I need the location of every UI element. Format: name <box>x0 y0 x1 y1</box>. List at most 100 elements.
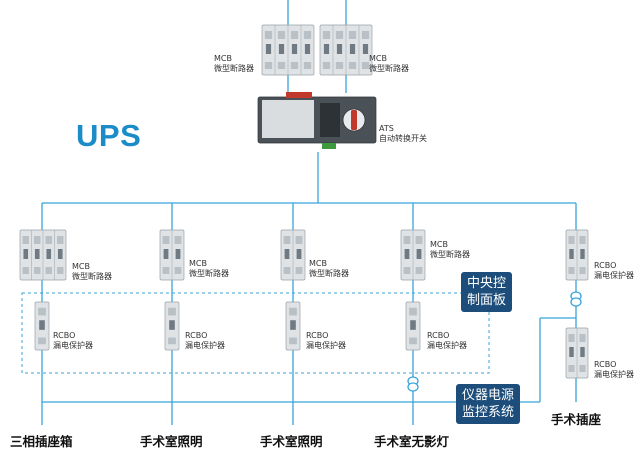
current-transformer-2 <box>570 291 582 307</box>
right-bottom-rcbo-terminal-top <box>579 334 586 342</box>
branch-rcbo-4-terminal-top <box>409 307 417 316</box>
right-bottom-rcbo <box>565 327 589 379</box>
right-top-rcbo-toggle <box>569 249 574 259</box>
output-label-1: 三相插座箱 <box>10 434 73 449</box>
branch-rcbo-1-terminal-top <box>38 307 46 316</box>
top-mcb-1-terminal-bottom <box>277 62 286 69</box>
right-top-rcbo-toggle <box>580 249 585 259</box>
branch-rcbo-1-toggle <box>39 320 45 330</box>
branch-mcb-4-terminal-bottom <box>403 267 411 274</box>
branch-mcb-1-toggle <box>57 249 63 259</box>
branch-mcb-1-terminal-bottom <box>57 267 64 274</box>
branch-rcbo-3-terminal-top <box>289 307 297 316</box>
top-mcb-1-toggle <box>291 44 298 54</box>
ats-display <box>320 103 340 137</box>
central-control-panel: 中央控制面板 <box>461 272 513 312</box>
top-mcb-2-terminal-top <box>361 31 370 39</box>
branch-mcb-3-terminal-top <box>295 236 303 244</box>
branch-rcbo-3 <box>285 301 301 351</box>
right-bottom-rcbo-toggle <box>580 347 585 357</box>
top-mcb-2-toggle <box>336 44 343 54</box>
branch-mcb-3-toggle <box>296 249 302 259</box>
branch-rcbo-4-terminal-bottom <box>409 337 417 345</box>
power-monitoring-system: 仪器电源监控系统 <box>456 384 521 424</box>
right-bottom-rcbo-terminal-top <box>568 334 575 342</box>
branch-mcb-4-toggle <box>416 249 422 259</box>
top-mcb-2-toggle <box>349 44 356 54</box>
branch-mcb-4 <box>400 229 426 281</box>
top-mcb-1-terminal-top <box>290 31 299 39</box>
top-mcb-2-terminal-top <box>335 31 344 39</box>
ats-handle <box>351 110 357 130</box>
branch-mcb-2-toggle <box>163 249 169 259</box>
dashed-rect <box>21 292 490 374</box>
branch-mcb-1-terminal-top <box>57 236 64 244</box>
dashed-monitoring-zone <box>21 292 490 374</box>
ups-label: UPS <box>76 118 142 153</box>
right-top-rcbo <box>565 229 589 281</box>
branch-mcb-1-toggle <box>46 249 52 259</box>
branch-rcbo-2-terminal-bottom <box>168 337 176 345</box>
top-mcb-2-toggle <box>362 44 369 54</box>
branch-mcb-2-terminal-top <box>174 236 182 244</box>
top-mcb-1-terminal-top <box>277 31 286 39</box>
output-label-5: 手术插座 <box>551 412 602 427</box>
branch-mcb-1-terminal-bottom <box>34 267 41 274</box>
top-mcb-1 <box>261 24 315 76</box>
right-bottom-rcbo-toggle <box>569 347 574 357</box>
branch-mcb-3-terminal-bottom <box>295 267 303 274</box>
ats-top-red <box>286 92 312 98</box>
output-label-2: 手术室照明 <box>140 434 203 449</box>
top-mcb-2-terminal-bottom <box>348 62 357 69</box>
output-label-4: 手术室无影灯 <box>374 434 450 449</box>
devices <box>19 24 589 392</box>
branch-rcbo-4 <box>405 301 421 351</box>
top-mcb-2-terminal-bottom <box>335 62 344 69</box>
top-mcb-1-toggle <box>265 44 272 54</box>
current-transformer-1 <box>407 376 419 392</box>
right-top-rcbo-terminal-top <box>568 236 575 244</box>
branch-rcbo-2-terminal-top <box>168 307 176 316</box>
branch-mcb-3-terminal-top <box>283 236 291 244</box>
branch-mcb-1-toggle <box>23 249 29 259</box>
output-label-3: 手术室照明 <box>260 434 323 449</box>
right-top-rcbo-terminal-top <box>579 236 586 244</box>
right-top-rcbo-terminal-bottom <box>579 267 586 274</box>
current-transformer-2-ring-2 <box>570 297 582 307</box>
branch-mcb-3 <box>280 229 306 281</box>
branch-mcb-1-terminal-top <box>22 236 29 244</box>
branch-rcbo-3-terminal-bottom <box>289 337 297 345</box>
branch-rcbo-2-toggle <box>169 320 175 330</box>
branch-rcbo-4-toggle <box>410 320 416 330</box>
right-bottom-rcbo-terminal-bottom <box>568 365 575 372</box>
branch-mcb-1-toggle <box>34 249 40 259</box>
ats-left-panel <box>262 100 314 138</box>
branch-mcb-1-terminal-top <box>45 236 52 244</box>
branch-mcb-4-toggle <box>404 249 410 259</box>
branch-mcb-1 <box>19 229 67 281</box>
right-bottom-rcbo-terminal-bottom <box>579 365 586 372</box>
ats-switch <box>257 92 377 149</box>
branch-rcbo-1-terminal-bottom <box>38 337 46 345</box>
branch-mcb-3-terminal-bottom <box>283 267 291 274</box>
branch-mcb-4-terminal-top <box>415 236 423 244</box>
branch-mcb-2-terminal-top <box>162 236 170 244</box>
top-mcb-1-terminal-bottom <box>264 62 273 69</box>
top-mcb-1-toggle <box>304 44 311 54</box>
branch-mcb-1-terminal-top <box>34 236 41 244</box>
branch-mcb-2-terminal-bottom <box>174 267 182 274</box>
top-mcb-2-terminal-bottom <box>322 62 331 69</box>
current-transformer-1-ring-2 <box>407 382 419 392</box>
